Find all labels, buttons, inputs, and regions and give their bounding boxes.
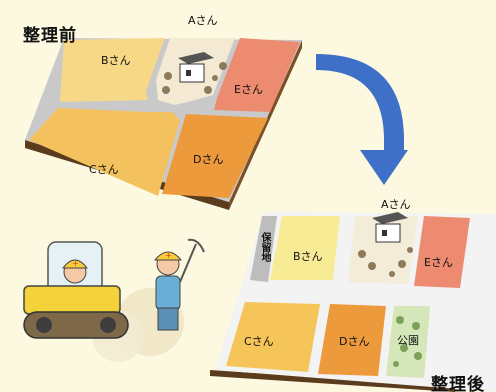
worker-helmet-cross-icon: + (165, 251, 172, 260)
plot-a-after-label: Aさん (381, 198, 411, 211)
before-house (178, 52, 214, 64)
plot-e-after (414, 216, 470, 288)
bulldozer-body (23, 285, 121, 315)
before-trees (162, 62, 227, 94)
after-house-door (382, 230, 387, 236)
after-house (372, 212, 408, 224)
plot-a-before-label: Aさん (188, 14, 218, 27)
worker: + (153, 238, 205, 331)
transition-arrow-body (316, 54, 408, 185)
plot-c-after-label: Cさん (244, 335, 274, 348)
bulldozer-wheel (36, 317, 52, 333)
worker-helmet (153, 251, 183, 261)
driver-helmet (61, 259, 89, 269)
plot-d-before (162, 114, 268, 198)
before-parcel-side-right (229, 40, 302, 210)
plot-d-after (318, 304, 386, 376)
bulldozer: + (23, 241, 129, 339)
after-parcel (210, 212, 496, 392)
before-title: 整理前 (23, 26, 77, 46)
worker-body (155, 275, 181, 311)
transition-arrow (316, 54, 408, 185)
plot-b-after (270, 216, 340, 280)
before-parcel (25, 38, 302, 210)
after-house-body (375, 223, 401, 243)
plot-b-before (60, 38, 165, 102)
plot-e-before-label: Eさん (234, 83, 263, 96)
after-title: 整理後 (431, 375, 485, 392)
after-parcel-side (210, 370, 455, 392)
construction-illustration: + + (23, 238, 205, 362)
park-trees (393, 316, 422, 367)
bulldozer-wheel-2 (100, 317, 116, 333)
plot-c-before-label: Cさん (89, 163, 119, 176)
before-house-body (179, 63, 205, 83)
plot-d-after-label: Dさん (339, 335, 370, 348)
park-label: 公園 (397, 334, 419, 347)
pickaxe-icon (179, 238, 205, 283)
reserve-land-plot (250, 216, 277, 282)
plot-c-before (29, 108, 180, 196)
before-house-door (186, 70, 191, 76)
plot-b-after-label: Bさん (293, 250, 323, 263)
plot-c-after (226, 302, 320, 372)
worker-legs (157, 307, 179, 331)
after-trees (358, 247, 413, 277)
plot-e-after-label: Eさん (424, 256, 453, 269)
bulldozer-track (23, 311, 129, 339)
driver-helmet-cross-icon: + (72, 259, 79, 268)
reserve-land-label: 保留地 (259, 232, 270, 262)
plot-d-before-label: Dさん (193, 153, 224, 166)
plot-b-before-label: Bさん (101, 54, 131, 67)
plot-e-before (214, 38, 300, 112)
